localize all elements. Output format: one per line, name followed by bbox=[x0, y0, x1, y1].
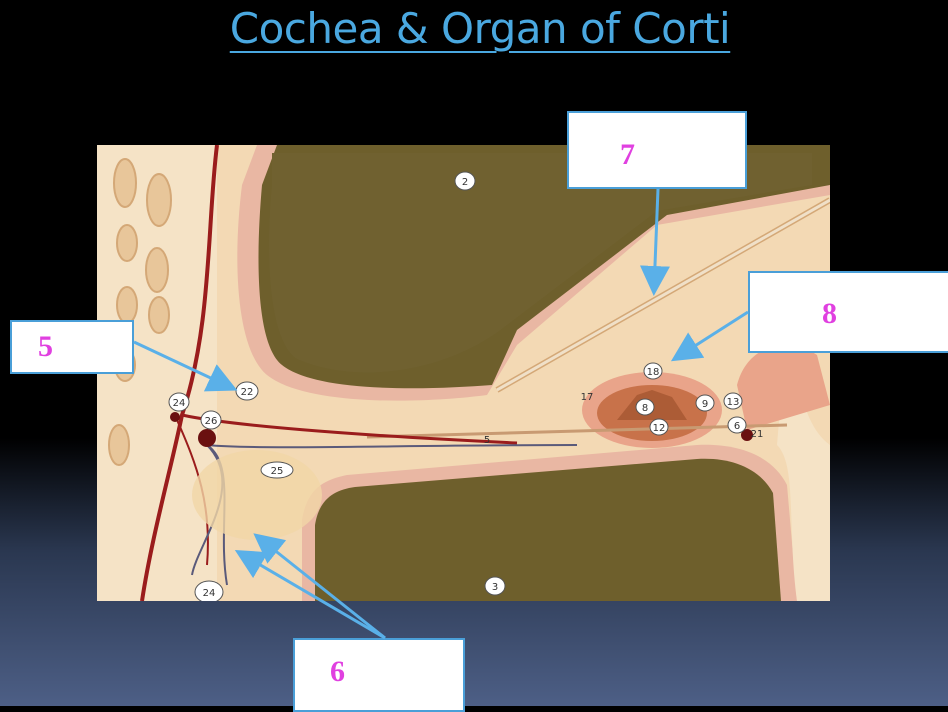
marker-3: 3 bbox=[492, 582, 498, 593]
cochlea-model-photo: 2 3 18 8 9 13 12 6 22 24 26 25 24 21 17 … bbox=[97, 145, 830, 601]
marker-21: 21 bbox=[751, 429, 764, 440]
marker-24-lower: 24 bbox=[203, 588, 216, 599]
marker-9: 9 bbox=[702, 399, 708, 410]
marker-13: 13 bbox=[727, 397, 740, 408]
marker-5: 5 bbox=[484, 435, 490, 446]
label-box-5 bbox=[10, 320, 134, 374]
label-box-7 bbox=[567, 111, 747, 189]
label-box-6 bbox=[293, 638, 465, 712]
marker-2: 2 bbox=[462, 177, 468, 188]
marker-25: 25 bbox=[271, 466, 284, 477]
label-number-6: 6 bbox=[330, 655, 345, 688]
marker-22: 22 bbox=[241, 387, 254, 398]
marker-17: 17 bbox=[581, 392, 594, 403]
label-number-7: 7 bbox=[620, 138, 635, 171]
marker-24: 24 bbox=[173, 398, 186, 409]
slide-title: Cochea & Organ of Corti bbox=[229, 4, 731, 53]
marker-12: 12 bbox=[653, 423, 666, 434]
marker-26: 26 bbox=[205, 416, 218, 427]
marker-6: 6 bbox=[734, 421, 740, 432]
label-box-8 bbox=[748, 271, 948, 353]
label-number-8: 8 bbox=[822, 297, 837, 330]
marker-18: 18 bbox=[647, 367, 660, 378]
marker-8: 8 bbox=[642, 403, 648, 414]
label-number-5: 5 bbox=[38, 330, 53, 363]
